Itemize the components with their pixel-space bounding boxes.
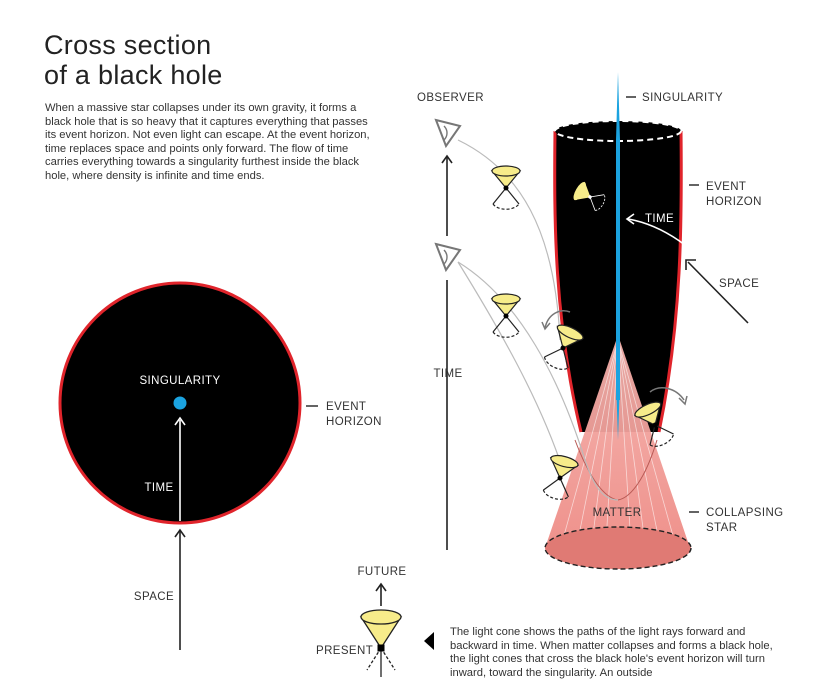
right-spacetime-diagram: SINGULARITY EVENT HORIZON TIME SPACE MAT… [417, 72, 784, 570]
right-space-arrowhead [685, 259, 696, 270]
right-space-label: SPACE [719, 278, 759, 290]
legend-future-label: FUTURE [357, 566, 406, 578]
legend-future-arrowhead [375, 582, 387, 592]
matter-label: MATTER [593, 507, 642, 519]
left-time-arrowhead [174, 416, 186, 426]
legend-present-label: PRESENT [316, 645, 373, 657]
light-cone-icon [543, 324, 585, 370]
collapsing-label-1: COLLAPSING [706, 507, 784, 519]
curved-arrow-head [678, 395, 688, 406]
intro-paragraph: When a massive star collapses under its … [45, 102, 370, 182]
left-horizon-label-2: HORIZON [326, 416, 382, 428]
right-horizon-label-1: EVENT [706, 181, 746, 193]
title-line-2: of a black hole [44, 60, 223, 90]
collapsing-star-cone [545, 335, 690, 548]
time-axis-upper-arrowhead [441, 154, 453, 164]
light-ray-path-1 [457, 139, 561, 341]
curved-arrow-icon [649, 387, 685, 401]
right-space-arrow [687, 261, 749, 324]
light-ray-path-2 [457, 261, 619, 501]
light-ray-path-3 [457, 261, 564, 471]
left-time-label: TIME [144, 482, 173, 494]
singularity-line-lower [616, 380, 620, 440]
observer-eye-icon-2 [434, 242, 462, 273]
singularity-dot [173, 396, 187, 410]
light-cone-icon [490, 293, 522, 338]
title-line-1: Cross section [44, 30, 212, 60]
observer-eye-icon [434, 118, 462, 149]
left-singularity-label: SINGULARITY [139, 375, 220, 387]
curved-arrow-icon [544, 310, 571, 329]
right-horizon-label-2: HORIZON [706, 196, 762, 208]
legend-description: The light cone shows the paths of the li… [450, 626, 773, 679]
light-cone-legend: FUTURE PRESENT [316, 566, 434, 677]
singularity-line [616, 72, 620, 400]
left-black-hole-diagram: SINGULARITY TIME SPACE EVENT HORIZON [58, 281, 382, 650]
collapsing-star-lines [559, 339, 678, 561]
left-space-label: SPACE [134, 591, 174, 603]
collapsing-star-base [544, 526, 692, 570]
light-cone-icon [633, 401, 675, 447]
light-cone-icon [573, 181, 606, 211]
observer-label: OBSERVER [417, 92, 484, 104]
page-title: Cross section of a black hole [44, 30, 223, 90]
black-hole-horizon-left [553, 130, 583, 433]
legend-light-cone-icon [359, 609, 403, 677]
left-horizon-label-1: EVENT [326, 401, 366, 413]
inside-time-arrow [627, 218, 686, 246]
inside-time-label: TIME [645, 213, 674, 225]
right-singularity-label: SINGULARITY [642, 92, 723, 104]
legend-pointer-icon [424, 632, 434, 650]
left-space-arrowhead [174, 528, 186, 538]
curved-arrow-head [541, 321, 551, 331]
time-axis-label: TIME [433, 368, 462, 380]
light-cone-icon [542, 454, 580, 500]
inside-time-arrowhead [625, 213, 635, 225]
collapsing-label-2: STAR [706, 522, 737, 534]
light-cone-icon [490, 165, 522, 210]
black-hole-horizon-right [657, 130, 683, 433]
